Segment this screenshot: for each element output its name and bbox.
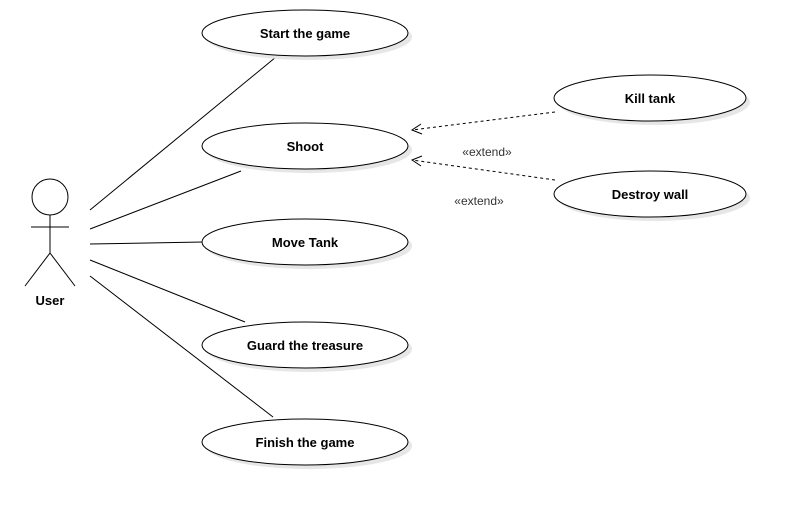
use-case-ellipse <box>201 9 409 57</box>
association-move <box>89 241 204 245</box>
arrow-head-kill <box>410 123 423 135</box>
use-case-ellipse <box>553 170 747 218</box>
use-case-ellipse <box>201 418 409 466</box>
use-case-move-tank: Move Tank <box>201 218 412 269</box>
use-case-label: Kill tank <box>625 91 676 106</box>
use-case-label: Destroy wall <box>612 187 689 202</box>
association-guard <box>89 259 246 323</box>
extend-label-destroy: «extend» <box>454 194 504 208</box>
actor-label: User <box>36 293 65 308</box>
use-case-shoot: Shoot <box>201 122 412 173</box>
use-case-guard-the-treasure: Guard the treasure <box>201 321 412 372</box>
extend-line-destroy <box>411 159 556 181</box>
actor-head <box>31 178 69 216</box>
use-case-label: Move Tank <box>272 235 339 250</box>
actor-right-leg <box>49 252 76 287</box>
use-case-ellipse <box>553 74 747 122</box>
use-case-finish-the-game: Finish the game <box>201 418 412 469</box>
use-case-kill-tank: Kill tank <box>553 74 750 125</box>
use-case-destroy-wall: Destroy wall <box>553 170 750 221</box>
extend-relation-destroy <box>410 155 556 181</box>
use-case-ellipse <box>201 122 409 170</box>
association-finish <box>89 275 274 418</box>
association-shoot <box>89 170 242 230</box>
use-case-label: Start the game <box>260 26 350 41</box>
use-case-start-the-game: Start the game <box>201 9 412 60</box>
actor-left-leg <box>24 252 51 287</box>
association-start <box>89 56 277 211</box>
actor-user: User <box>24 178 76 308</box>
extend-line-kill <box>411 111 556 131</box>
use-case-label: Guard the treasure <box>247 338 363 353</box>
arrow-head-destroy <box>410 155 423 167</box>
use-case-label: Shoot <box>287 139 324 154</box>
extend-relation-kill <box>410 111 556 135</box>
extend-label-kill: «extend» <box>462 145 512 159</box>
use-case-ellipse <box>201 218 409 266</box>
use-case-label: Finish the game <box>256 435 355 450</box>
use-case-ellipse <box>201 321 409 369</box>
